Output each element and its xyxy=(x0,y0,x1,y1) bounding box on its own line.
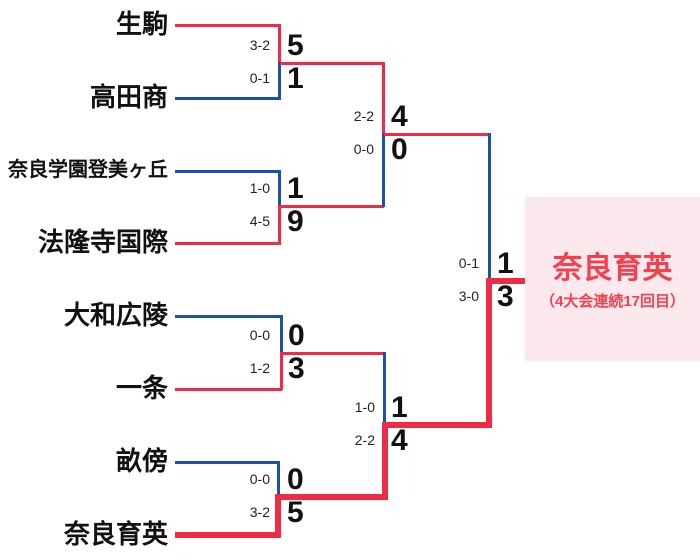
total-score-r1m1-bottom: 1 xyxy=(287,62,304,95)
total-score-r1m4-bottom: 5 xyxy=(287,496,304,529)
half-score-r1m3-bottom: 1-2 xyxy=(249,360,270,376)
half-score-r1m2-bottom: 4-5 xyxy=(249,213,270,229)
bracket-line-r1m3-vbottom xyxy=(280,352,283,390)
half-score-r1m4-top: 0-0 xyxy=(249,471,270,487)
bracket-line-r1m2-bottom xyxy=(175,242,281,245)
bracket-line-r1m2-top xyxy=(175,170,281,173)
half-score-r1m1-top: 3-2 xyxy=(249,37,270,53)
bracket-line-r1m3-out xyxy=(282,352,385,355)
total-score-r1m2-top: 1 xyxy=(287,172,304,205)
half-score-sf2-top: 1-0 xyxy=(354,399,375,415)
champion-path-v2 xyxy=(382,422,388,500)
bracket-line-r1m2-out xyxy=(280,205,384,208)
total-score-r1m4-top: 0 xyxy=(287,463,304,496)
champion-name: 奈良育英 xyxy=(552,252,673,285)
total-score-sf1-top: 4 xyxy=(391,100,408,133)
bracket-line-r1m4-vtop xyxy=(277,461,280,497)
bracket-line-r1m1-vtop xyxy=(278,24,281,64)
half-score-final-top: 0-1 xyxy=(458,255,479,271)
champion-highlight-box xyxy=(525,197,700,361)
champion-path-winner-out xyxy=(486,278,527,284)
team-name-naragakuen-tomigaoka: 奈良学園登美ヶ丘 xyxy=(8,159,168,181)
total-score-final-bottom: 3 xyxy=(497,280,514,313)
team-name-ikoma: 生駒 xyxy=(115,9,168,39)
bracket-line-r1m1-bottom xyxy=(175,97,281,100)
half-score-r1m2-top: 1-0 xyxy=(249,180,270,196)
total-score-sf1-bottom: 0 xyxy=(391,133,408,166)
total-score-sf2-top: 1 xyxy=(391,391,408,424)
champion-note: （4大会連続17回目） xyxy=(539,293,686,310)
team-name-naraikuei: 奈良育英 xyxy=(63,519,168,549)
half-score-final-bottom: 3-0 xyxy=(458,288,479,304)
champion-path-team-line xyxy=(175,532,281,538)
team-name-unebi: 畝傍 xyxy=(115,446,168,476)
half-score-r1m1-bottom: 0-1 xyxy=(249,70,270,86)
half-score-sf1-bottom: 0-0 xyxy=(353,141,374,157)
bracket-line-sf1-vtop xyxy=(382,62,385,135)
total-score-r1m3-bottom: 3 xyxy=(288,352,305,385)
champion-path-h1 xyxy=(275,494,388,500)
total-score-r1m1-top: 5 xyxy=(287,29,304,62)
team-name-ichijo: 一条 xyxy=(115,373,168,403)
total-score-r1m3-top: 0 xyxy=(288,319,305,352)
half-score-sf1-top: 2-2 xyxy=(353,108,374,124)
team-name-yamato-koryo: 大和広陵 xyxy=(63,300,168,330)
bracket-line-sf1-vbottom xyxy=(382,133,385,207)
bracket-line-sf1-out xyxy=(384,133,490,136)
bracket-line-r1m2-vtop xyxy=(278,170,281,207)
bracket-line-r1m3-vtop xyxy=(280,315,283,354)
bracket-line-r1m3-top xyxy=(175,315,282,318)
team-name-takadasho: 高田商 xyxy=(89,82,168,112)
half-score-r1m3-top: 0-0 xyxy=(249,327,270,343)
team-name-horyuji-kokusai: 法隆寺国際 xyxy=(37,227,168,257)
bracket-line-r1m1-top xyxy=(175,24,281,27)
bracket-line-final-vtop xyxy=(488,133,491,281)
bracket-line-sf2-vtop xyxy=(383,352,386,425)
total-score-final-top: 1 xyxy=(497,247,514,280)
half-score-r1m4-bottom: 3-2 xyxy=(249,504,270,520)
champion-path-v1 xyxy=(275,494,281,538)
bracket-line-r1m2-vbottom xyxy=(278,205,281,245)
bracket-line-r1m1-out xyxy=(280,62,384,65)
bracket-line-r1m4-top xyxy=(175,461,279,464)
champion-path-v3 xyxy=(486,278,492,428)
champion-path-h2 xyxy=(382,422,492,428)
half-score-sf2-bottom: 2-2 xyxy=(354,432,375,448)
total-score-r1m2-bottom: 9 xyxy=(287,205,304,238)
bracket-line-r1m3-bottom xyxy=(175,388,282,391)
total-score-sf2-bottom: 4 xyxy=(391,424,408,457)
bracket-line-r1m1-vbottom xyxy=(278,62,281,99)
